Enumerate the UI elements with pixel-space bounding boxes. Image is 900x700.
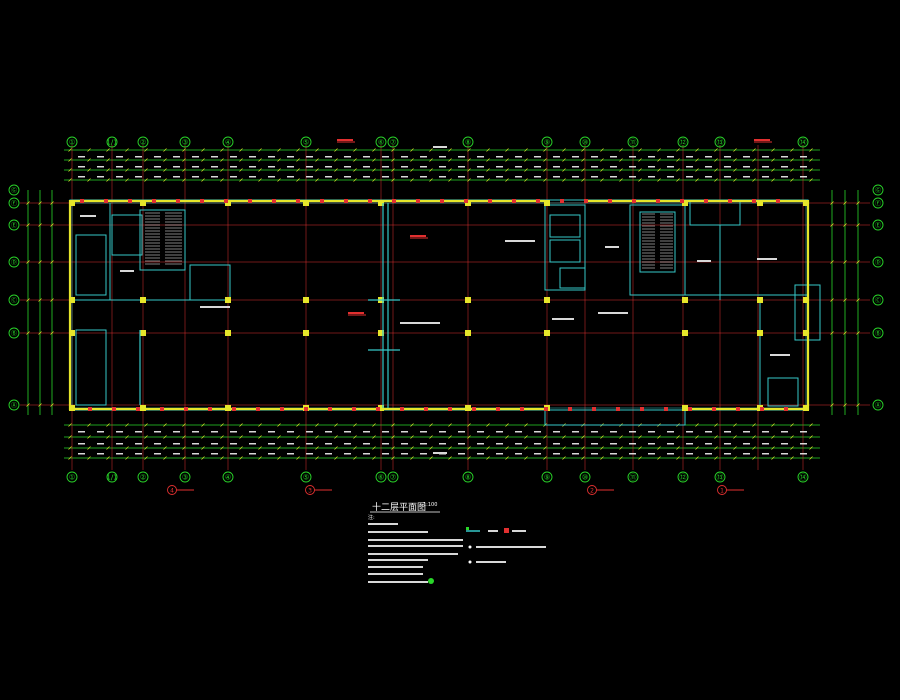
axis-label: ⑪ <box>630 139 637 147</box>
axis-label: ⑥ <box>378 139 384 147</box>
axis-label: Ⓖ <box>875 187 881 195</box>
general-notes <box>368 523 463 584</box>
axis-label: ③ <box>182 139 188 147</box>
axis-label: Ⓑ <box>11 330 17 338</box>
axis-label: Ⓒ <box>11 297 17 305</box>
axis-label: Ⓐ <box>875 402 881 410</box>
section-marker-label: 4 <box>170 488 174 495</box>
axis-label: ② <box>140 474 146 482</box>
axis-label: ⑤ <box>303 474 309 482</box>
drawing-title: 十二层平面图 <box>372 503 427 513</box>
axis-label: ⑫ <box>680 139 687 147</box>
axis-label: Ⓓ <box>11 259 17 267</box>
axis-label: ⑭ <box>800 139 807 147</box>
axis-label: ⑥ <box>378 474 384 482</box>
axis-label: ⑪ <box>630 474 637 482</box>
drawing-scale: 1:100 <box>423 502 438 508</box>
facade-walls <box>68 199 810 411</box>
axis-label: ⑭ <box>800 474 807 482</box>
structural-columns <box>69 200 809 411</box>
axis-label: ⑦ <box>390 139 396 147</box>
section-marker-label: 3 <box>308 488 312 495</box>
axis-label: ⑬ <box>717 474 724 482</box>
axis-label: Ⓕ <box>875 200 881 208</box>
axis-label: ⑧ <box>465 474 471 482</box>
section-marker-label: 1 <box>720 488 724 495</box>
axis-label: ⑩ <box>582 139 588 147</box>
axis-label: Ⓓ <box>875 259 881 267</box>
notes-heading: 注: <box>368 515 375 521</box>
section-markers: 4 3 2 1 <box>167 139 772 495</box>
axis-label: ② <box>140 139 146 147</box>
axis-label: 1/1 <box>106 474 117 482</box>
dimension-texts <box>78 156 807 455</box>
side-dimension-lines <box>27 190 859 415</box>
axis-label: 1/1 <box>106 139 117 147</box>
grid-lines <box>20 145 870 470</box>
axis-label: ⑩ <box>582 474 588 482</box>
building-walls <box>69 199 821 426</box>
axis-label: Ⓔ <box>875 222 881 230</box>
legend <box>466 527 546 564</box>
axis-label: ⑬ <box>717 139 724 147</box>
side-axis-bubbles: Ⓐ Ⓐ Ⓑ Ⓑ Ⓒ Ⓒ Ⓓ Ⓓ Ⓔ Ⓔ Ⓕ Ⓕ Ⓖ Ⓖ <box>8 184 884 411</box>
axis-label: Ⓖ <box>11 187 17 195</box>
dimension-ticks <box>26 148 860 460</box>
axis-label: ⑦ <box>390 474 396 482</box>
axis-label: ④ <box>225 474 231 482</box>
axis-label: ⑤ <box>303 139 309 147</box>
axis-label: ⑨ <box>544 139 550 147</box>
axis-label: ⑧ <box>465 139 471 147</box>
section-marker-label: 2 <box>590 488 594 495</box>
axis-label: ⑫ <box>680 474 687 482</box>
room-tags <box>80 215 790 356</box>
axis-label: Ⓑ <box>875 330 881 338</box>
axis-label: ⑨ <box>544 474 550 482</box>
stair-hatch <box>145 212 673 269</box>
axis-label: Ⓕ <box>11 200 17 208</box>
overall-dimension-labels <box>433 146 447 454</box>
axis-label: Ⓒ <box>875 297 881 305</box>
window-marks <box>80 199 788 411</box>
top-dimension-lines <box>64 149 820 181</box>
axis-label: Ⓐ <box>11 402 17 410</box>
axis-label: ④ <box>225 139 231 147</box>
axis-label: ① <box>69 474 75 482</box>
axis-label: ① <box>69 139 75 147</box>
axis-label: ③ <box>182 474 188 482</box>
axis-label: Ⓔ <box>11 222 17 230</box>
internal-partitions <box>139 203 400 408</box>
bottom-dimension-lines <box>64 424 820 459</box>
